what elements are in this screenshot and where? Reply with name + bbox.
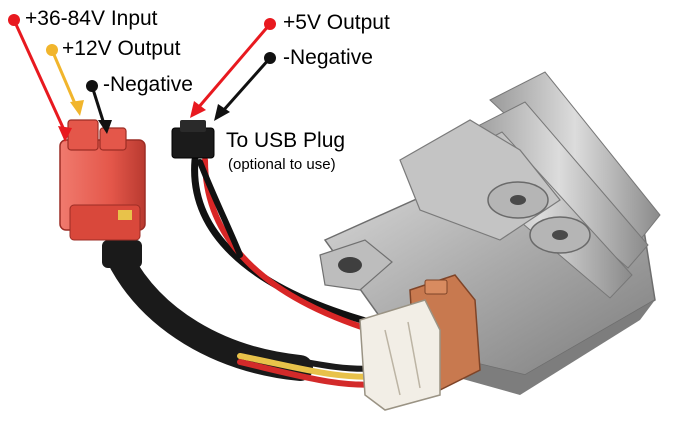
out5-label: +5V Output: [283, 11, 390, 34]
input-label: +36-84V Input: [25, 7, 158, 30]
wire-bundle: [105, 156, 408, 388]
main-output-connector: [359, 274, 481, 411]
neg-left-label: -Negative: [103, 73, 193, 96]
heat-shrink: [102, 240, 142, 268]
neg-right-label: -Negative: [283, 46, 373, 69]
usb-plug-label: To USB Plug: [226, 129, 346, 152]
usb-plug-sublabel: (optional to use): [228, 156, 336, 173]
callout-arrows: [8, 14, 276, 142]
usb-plug-connector: [171, 120, 215, 159]
red-input-connector: [59, 119, 146, 241]
out12-label: +12V Output: [62, 37, 181, 60]
